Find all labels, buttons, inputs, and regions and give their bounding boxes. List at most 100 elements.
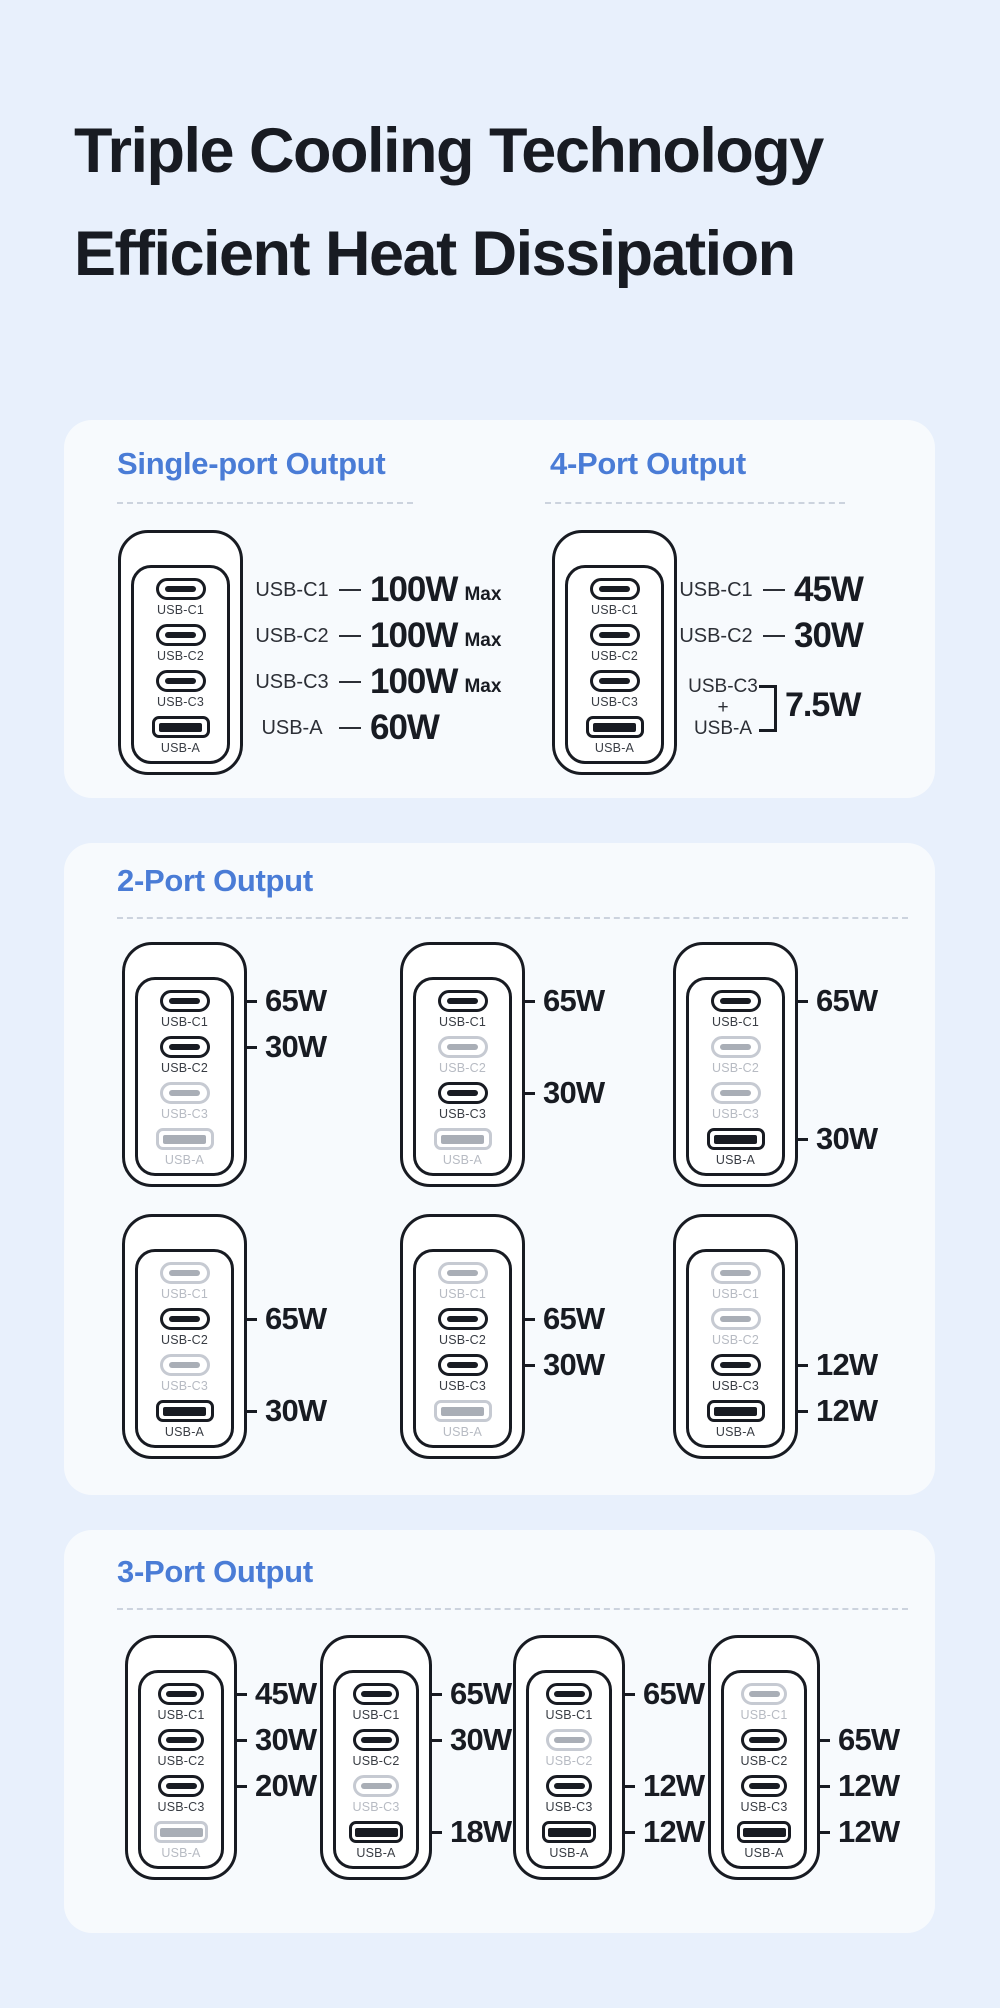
usb-c-port-icon xyxy=(159,1036,210,1058)
port-group: USB-A xyxy=(555,716,674,755)
usb-a-port-icon xyxy=(706,1400,765,1422)
section-heading-four-port: 4-Port Output xyxy=(550,446,746,481)
port-group: USB-C1 xyxy=(711,1683,817,1722)
port-pin-bar xyxy=(165,586,196,592)
usb-a-port-icon xyxy=(585,716,644,738)
dashed-divider xyxy=(117,1608,908,1610)
port-pin-bar xyxy=(165,1783,197,1789)
port-pin-bar xyxy=(748,1783,780,1789)
port-pin-bar xyxy=(354,1827,398,1837)
watt-value: 18W xyxy=(450,1814,512,1849)
section-heading-two-port: 2-Port Output xyxy=(117,863,313,898)
port-pin-bar xyxy=(742,1827,786,1837)
port-label: USB-A xyxy=(594,741,635,755)
watt-value: 12W xyxy=(643,1814,705,1849)
usb-c-port-icon xyxy=(741,1775,787,1797)
port-label: USB-C2 xyxy=(160,1061,209,1075)
port-group: USB-C1 xyxy=(128,1683,234,1722)
port-label: USB-C1 xyxy=(438,1015,487,1029)
port-label: USB-C1 xyxy=(157,1708,205,1722)
usb-a-port-icon xyxy=(706,1128,765,1150)
page-title-line2: Efficient Heat Dissipation xyxy=(74,219,796,289)
watt-callout: 12W xyxy=(817,1768,900,1803)
watt-tick-icon xyxy=(817,1738,830,1742)
port-label: USB-C3 xyxy=(438,1107,487,1121)
watt-tick-icon xyxy=(795,1363,808,1367)
port-group: USB-C1 xyxy=(125,1262,244,1301)
watt-value: 12W xyxy=(816,1393,878,1428)
port-group: USB-A xyxy=(711,1821,817,1860)
combined-plus-sign: + xyxy=(717,696,729,718)
port-label: USB-C2 xyxy=(740,1754,788,1768)
usb-c-port-icon xyxy=(437,1082,488,1104)
watt-value: 12W xyxy=(838,1768,900,1803)
watt-callout: 12W xyxy=(795,1393,878,1428)
watt-tick-icon xyxy=(522,1363,535,1367)
watt-value: 30W xyxy=(543,1347,605,1382)
port-group: USB-C1 xyxy=(676,1262,795,1301)
port-group: USB-A xyxy=(125,1128,244,1167)
watt-callout: 65W xyxy=(795,983,878,1018)
port-label: USB-A xyxy=(356,1846,396,1860)
watt-callout: 65W xyxy=(522,983,605,1018)
port-label: USB-C3 xyxy=(711,1107,760,1121)
port-pin-bar xyxy=(159,1827,203,1837)
port-pin-bar xyxy=(447,1362,478,1368)
port-label: USB-C3 xyxy=(160,1107,209,1121)
port-label: USB-C1 xyxy=(545,1708,593,1722)
port-label: USB-C2 xyxy=(590,649,639,663)
usb-a-port-icon xyxy=(154,1821,208,1843)
page-title: Triple Cooling Technology Efficient Heat… xyxy=(74,100,824,306)
watt-tick-icon xyxy=(622,1830,635,1834)
port-group: USB-C3 xyxy=(516,1775,622,1814)
watt-callout: 30W xyxy=(244,1393,327,1428)
port-group: USB-C1 xyxy=(403,1262,522,1301)
watt-tick-icon xyxy=(234,1692,247,1696)
port-pin-bar xyxy=(441,1134,484,1144)
charger-inner-face xyxy=(721,1670,807,1869)
watt-value: 30W xyxy=(265,1393,327,1428)
charger-inner-face xyxy=(131,565,230,764)
port-label: USB-C2 xyxy=(352,1754,400,1768)
port-label: USB-C3 xyxy=(438,1379,487,1393)
watt-value: 12W xyxy=(838,1814,900,1849)
spec-dash-icon xyxy=(339,634,361,638)
spec-port-name: USB-C2 xyxy=(255,624,329,647)
port-group: USB-C3 xyxy=(125,1082,244,1121)
charger-inner-face xyxy=(135,1249,234,1448)
port-group: USB-A xyxy=(676,1128,795,1167)
spec-dash-icon xyxy=(339,726,361,730)
port-label: USB-C3 xyxy=(160,1379,209,1393)
usb-c-port-icon xyxy=(159,1354,210,1376)
port-label: USB-C3 xyxy=(156,695,205,709)
port-label: USB-C2 xyxy=(160,1333,209,1347)
spec-watt-suffix: Max xyxy=(464,583,502,605)
port-group: USB-C2 xyxy=(403,1308,522,1347)
usb-c-port-icon xyxy=(155,624,206,646)
port-pin-bar xyxy=(447,1316,478,1322)
watt-callout: 30W xyxy=(234,1722,317,1757)
usb-a-port-icon xyxy=(349,1821,403,1843)
port-pin-bar xyxy=(720,1316,751,1322)
port-pin-bar xyxy=(720,1090,751,1096)
charger-inner-face xyxy=(138,1670,224,1869)
port-group: USB-C2 xyxy=(323,1729,429,1768)
watt-value: 30W xyxy=(450,1722,512,1757)
spec-port-name: USB-C3 xyxy=(255,670,329,693)
watt-tick-icon xyxy=(429,1830,442,1834)
port-pin-bar xyxy=(599,586,630,592)
port-pin-bar xyxy=(165,678,196,684)
port-group: USB-C1 xyxy=(676,990,795,1029)
usb-c-port-icon xyxy=(741,1729,787,1751)
usb-a-port-icon xyxy=(433,1400,492,1422)
usb-c-port-icon xyxy=(353,1729,399,1751)
